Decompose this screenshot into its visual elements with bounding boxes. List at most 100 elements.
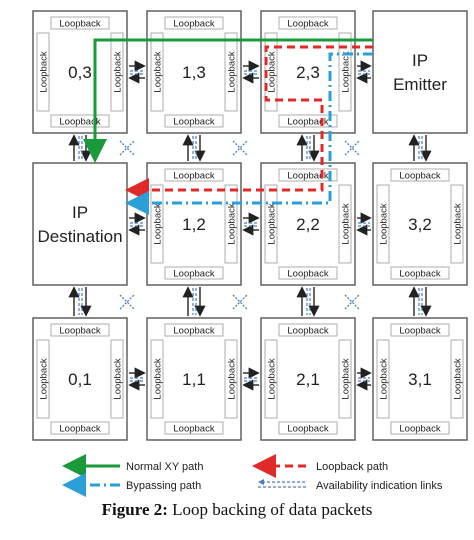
- loopback-label: Loopback: [399, 424, 440, 435]
- loopback-label: Loopback: [341, 358, 352, 399]
- loopback-box: [390, 323, 450, 337]
- loopback-label: Loopback: [267, 358, 278, 399]
- availability-link: [119, 140, 135, 156]
- loopback-label: Loopback: [153, 203, 164, 244]
- h-link: [356, 367, 372, 391]
- loopback-box: [50, 323, 110, 337]
- loopback-box: [224, 339, 238, 419]
- loopback-label: Loopback: [113, 51, 124, 92]
- loopback-box: [376, 339, 390, 419]
- node-box: [372, 10, 468, 134]
- loopback-label: Loopback: [59, 117, 100, 128]
- legend-availability-label: Availability indication links: [316, 480, 443, 492]
- loopback-box: [390, 266, 450, 280]
- v-link: [68, 134, 92, 162]
- loopback-box: [450, 184, 464, 264]
- availability-link: [119, 140, 135, 156]
- loopback-box: [338, 32, 352, 112]
- diagonal-availability-link: [232, 294, 248, 310]
- loopback-box: [278, 114, 338, 128]
- loopback-box: [150, 184, 164, 264]
- loopback-box: [164, 323, 224, 337]
- legend-bypass-label: Bypassing path: [126, 480, 201, 492]
- loopback-label: Loopback: [287, 19, 328, 30]
- node-label: 3,1: [408, 370, 432, 389]
- loopback-label: Loopback: [379, 358, 390, 399]
- loopback-label: Loopback: [59, 326, 100, 337]
- loopback-box: [278, 168, 338, 182]
- loopback-label: Loopback: [39, 358, 50, 399]
- loopback-box: [450, 339, 464, 419]
- loopback-box: [36, 32, 50, 112]
- loopback-label: Loopback: [453, 358, 464, 399]
- loopback-box: [164, 114, 224, 128]
- legend-availability: Availability indication links: [258, 479, 443, 492]
- loopback-box: [224, 184, 238, 264]
- loopback-label: Loopback: [113, 358, 124, 399]
- availability-link: [119, 294, 135, 310]
- v-link: [408, 134, 432, 162]
- loopback-label: Loopback: [153, 51, 164, 92]
- loopback-label: Loopback: [227, 358, 238, 399]
- loopback-box: [164, 266, 224, 280]
- h-link: [356, 60, 372, 84]
- v-link: [408, 286, 432, 317]
- loopback-label: Loopback: [173, 117, 214, 128]
- h-link: [242, 367, 260, 391]
- availability-link: [344, 294, 360, 310]
- availability-link: [344, 140, 360, 156]
- loopback-label: Loopback: [287, 269, 328, 280]
- node-label: IP: [412, 51, 428, 70]
- legend-normal: Normal XY path: [62, 454, 203, 478]
- loopback-label: Loopback: [341, 51, 352, 92]
- v-link: [182, 286, 206, 317]
- diagonal-availability-link: [119, 140, 135, 156]
- node-label: 2,2: [296, 215, 320, 234]
- node-label: 3,2: [408, 215, 432, 234]
- loopback-label: Loopback: [173, 19, 214, 30]
- v-link: [296, 134, 320, 162]
- legend-normal-label: Normal XY path: [126, 461, 203, 473]
- loopback-box: [338, 339, 352, 419]
- h-link: [242, 60, 260, 84]
- loopback-label: Loopback: [267, 51, 278, 92]
- loopback-label: Loopback: [227, 203, 238, 244]
- bypassing-path: [125, 52, 373, 215]
- loopback-label: Loopback: [287, 326, 328, 337]
- loopback-label: Loopback: [173, 269, 214, 280]
- h-link: [242, 212, 260, 236]
- normal-xy-path: [83, 38, 373, 163]
- loopback-box: [390, 421, 450, 435]
- diagonal-availability-link: [119, 294, 135, 310]
- availability-link: [232, 140, 248, 156]
- caption-text: Loop backing of data packets: [167, 500, 373, 519]
- loopback-box: [278, 16, 338, 30]
- paths-layer: [83, 38, 373, 215]
- availability-link: [344, 140, 360, 156]
- caption-prefix: Figure 2:: [101, 500, 168, 519]
- v-link: [68, 286, 92, 317]
- loopback-box: [264, 184, 278, 264]
- loopback-label: Loopback: [287, 424, 328, 435]
- legend-bypass: Bypassing path: [62, 473, 201, 497]
- diagonal-availability-link: [344, 294, 360, 310]
- loopback-label: Loopback: [399, 171, 440, 182]
- loopback-label: Loopback: [227, 51, 238, 92]
- loopback-box: [224, 32, 238, 112]
- loopback-box: [278, 323, 338, 337]
- availability-link: [232, 294, 248, 310]
- node-label: Emitter: [393, 75, 447, 94]
- loopback-box: [376, 184, 390, 264]
- diagonal-availability-link: [344, 140, 360, 156]
- node-box: [32, 162, 128, 286]
